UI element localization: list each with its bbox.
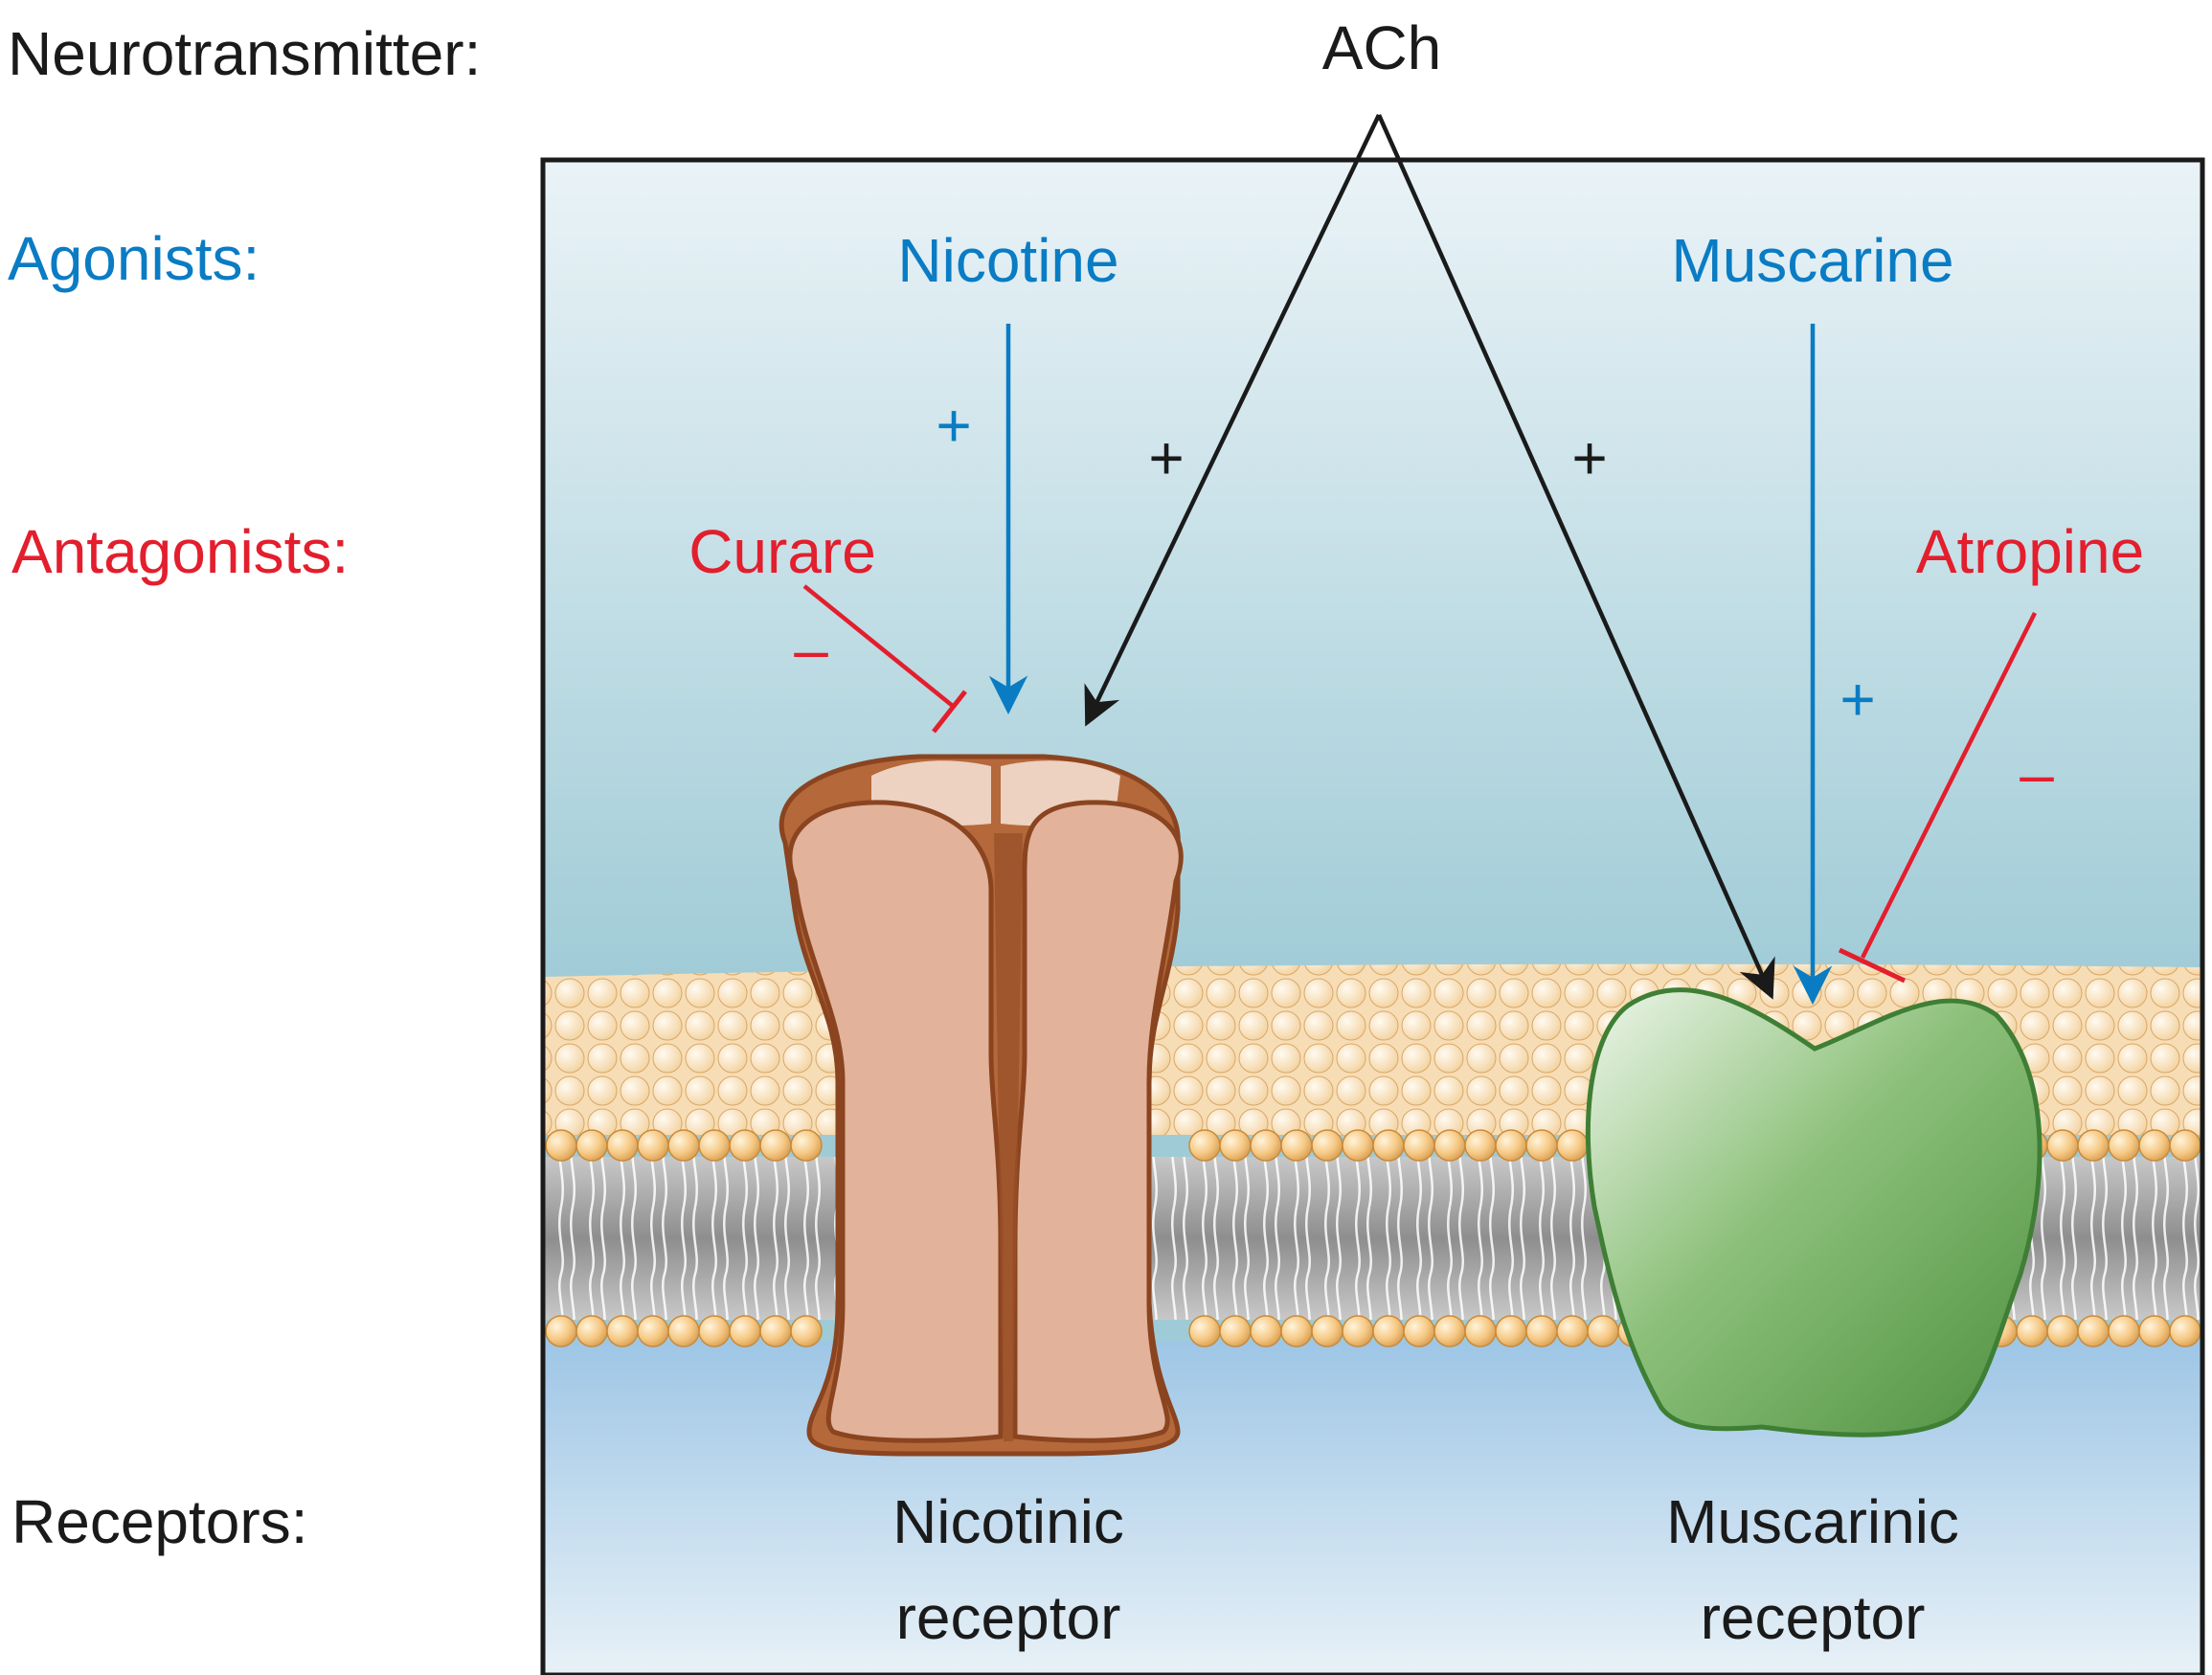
lipid-head: [1342, 1129, 1374, 1162]
diagram-frame: [540, 157, 2205, 1675]
lipid-head: [1219, 1315, 1252, 1347]
lipid-head: [2108, 1129, 2140, 1162]
curare-block-line: [802, 584, 967, 734]
muscarine-plus-sign: +: [1840, 665, 1875, 734]
lipid-head: [2046, 1129, 2079, 1162]
lipid-head: [2138, 1315, 2171, 1347]
ach-to-nicotinic-arrow: [1084, 114, 1382, 727]
lipid-head: [667, 1129, 700, 1162]
ach-muscarinic-plus-sign: +: [1571, 423, 1607, 492]
lipid-head: [2077, 1129, 2110, 1162]
curare-minus-sign: –: [794, 615, 828, 684]
atropine-label: Atropine: [1916, 517, 2144, 586]
lipid-head: [729, 1129, 761, 1162]
lipid-head: [1280, 1315, 1313, 1347]
lipid-head: [545, 1315, 577, 1347]
lipid-head: [1403, 1315, 1435, 1347]
muscarine-label: Muscarine: [1671, 226, 1953, 295]
lipid-head: [1525, 1315, 1558, 1347]
muscarinic-receptor-label-line1: Muscarinic: [1666, 1487, 1959, 1556]
lipid-head: [1250, 1315, 1282, 1347]
nicotine-label: Nicotine: [897, 226, 1118, 295]
lipid-head: [1342, 1315, 1374, 1347]
antagonists-row-label: Antagonists:: [11, 517, 349, 586]
atropine-minus-sign: –: [2020, 739, 2054, 808]
lipid-head: [2016, 1315, 2048, 1347]
lipid-head: [637, 1129, 669, 1162]
neurotransmitter-row-label: Neurotransmitter:: [8, 19, 481, 88]
nicotine-plus-sign: +: [936, 391, 971, 460]
lipid-head: [1188, 1315, 1221, 1347]
lipid-head: [1556, 1129, 1589, 1162]
lower-lipid-heads: [545, 1315, 2201, 1347]
lipid-head: [1372, 1129, 1405, 1162]
nicotinic-receptor-shape: [779, 754, 1184, 1457]
nicotinic-receptor-label-line2: receptor: [896, 1583, 1121, 1652]
lipid-head: [2169, 1315, 2201, 1347]
lipid-head: [637, 1315, 669, 1347]
lipid-head: [1280, 1129, 1313, 1162]
nicotinic-receptor-label-line1: Nicotinic: [892, 1487, 1124, 1556]
lipid-head: [790, 1129, 823, 1162]
atropine-block-line: [1838, 611, 2038, 984]
curare-label: Curare: [688, 517, 876, 586]
ach-nicotinic-plus-sign: +: [1148, 423, 1184, 492]
lipid-head: [576, 1129, 608, 1162]
lipid-head: [606, 1315, 639, 1347]
lipid-head: [1464, 1129, 1497, 1162]
lipid-head: [1372, 1315, 1405, 1347]
lipid-head: [606, 1129, 639, 1162]
muscarinic-receptor-label-line2: receptor: [1701, 1583, 1926, 1652]
lipid-head: [759, 1315, 792, 1347]
lipid-head: [667, 1315, 700, 1347]
lipid-head: [1556, 1315, 1589, 1347]
lipid-head: [1464, 1315, 1497, 1347]
lipid-head: [1311, 1315, 1343, 1347]
lipid-head: [576, 1315, 608, 1347]
lipid-head: [2169, 1129, 2201, 1162]
ach-to-muscarinic-arrow: [1376, 114, 1775, 1000]
lipid-head: [1495, 1129, 1527, 1162]
lipid-head: [2046, 1315, 2079, 1347]
agonists-row-label: Agonists:: [8, 224, 260, 293]
lipid-head: [1587, 1315, 1619, 1347]
lipid-head: [759, 1129, 792, 1162]
lipid-head: [1495, 1315, 1527, 1347]
ach-label: ACh: [1322, 13, 1442, 82]
lipid-head: [2108, 1315, 2140, 1347]
lipid-head: [1433, 1315, 1466, 1347]
receptors-row-label: Receptors:: [11, 1487, 307, 1556]
lipid-head: [2077, 1315, 2110, 1347]
lipid-head: [1188, 1129, 1221, 1162]
lipid-head: [729, 1315, 761, 1347]
lipid-head: [2138, 1129, 2171, 1162]
lipid-head: [545, 1129, 577, 1162]
lipid-head: [698, 1129, 731, 1162]
lipid-head: [1250, 1129, 1282, 1162]
lipid-head: [1219, 1129, 1252, 1162]
lipid-head: [698, 1315, 731, 1347]
lipid-head: [1525, 1129, 1558, 1162]
lipid-head: [790, 1315, 823, 1347]
muscarinic-receptor-shape: [1585, 987, 2043, 1437]
lipid-head: [1403, 1129, 1435, 1162]
lipid-head: [1311, 1129, 1343, 1162]
lipid-head: [1433, 1129, 1466, 1162]
